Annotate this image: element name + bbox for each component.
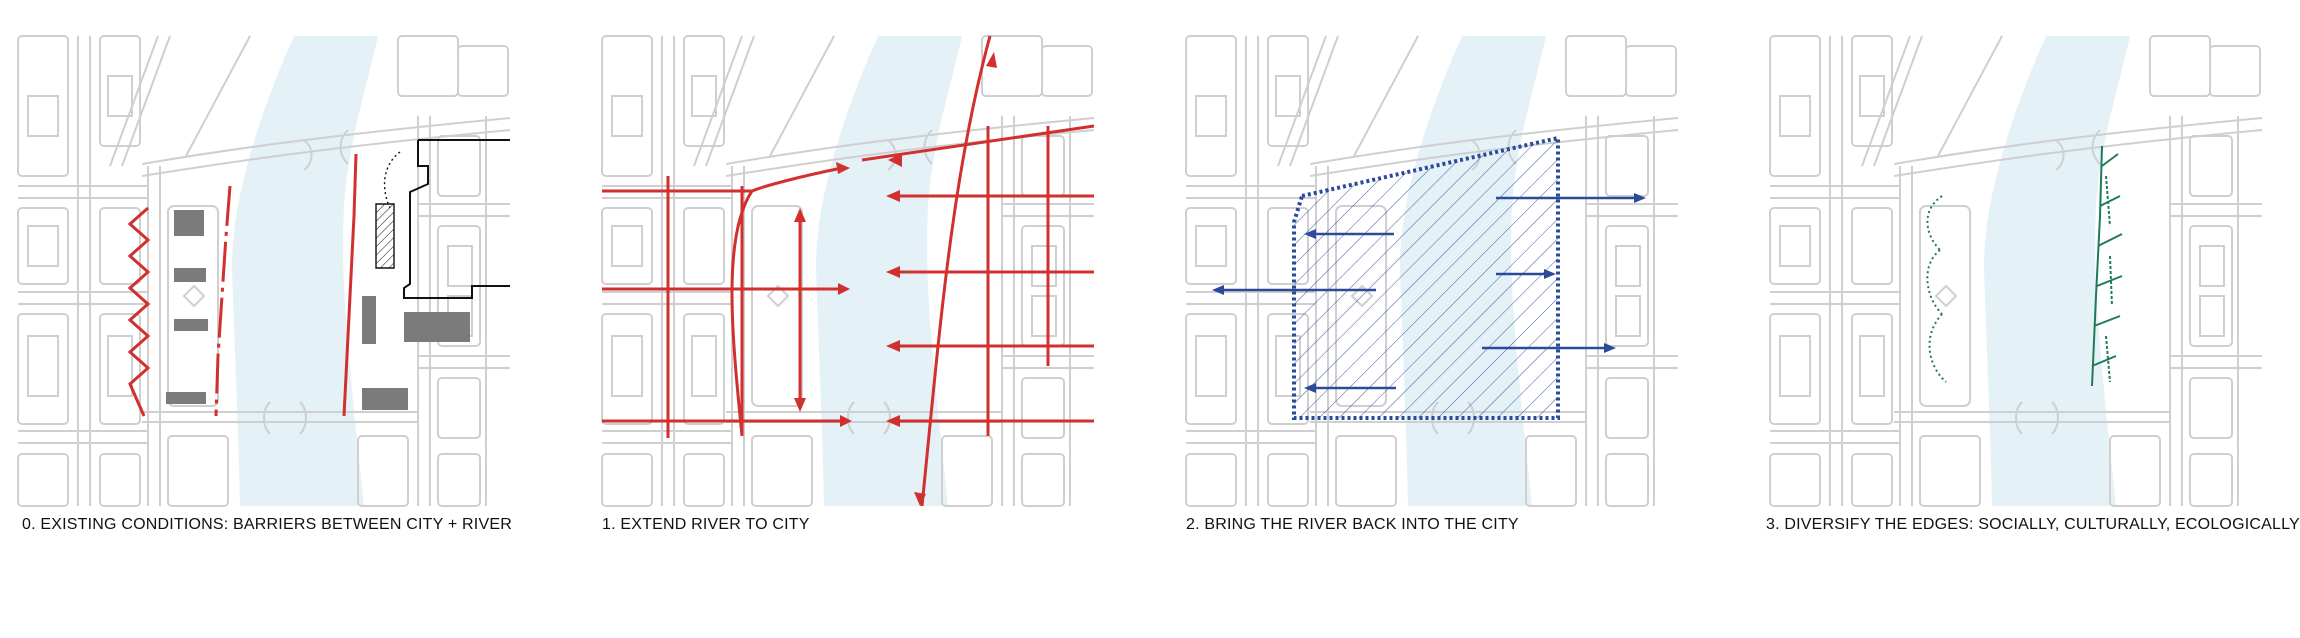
caption-existing-conditions: 0. EXISTING CONDITIONS: BARRIERS BETWEEN… (22, 516, 512, 533)
east-bank-barrier (342, 153, 358, 417)
panel-map (601, 35, 1095, 507)
development-outline (403, 139, 510, 299)
building (404, 312, 470, 342)
building (174, 268, 206, 282)
hatched-zone (1292, 135, 1560, 420)
diagram-panel-bring-river-back (1185, 35, 1679, 507)
arrowheads (794, 52, 997, 506)
diagram-panel-diversify-edges (1769, 35, 2263, 507)
diagram-panel-existing-conditions (17, 35, 511, 507)
panel-map (1769, 35, 2263, 507)
diagram-panel-extend-river (601, 35, 1095, 507)
blue-arrowheads (1212, 193, 1646, 393)
building (166, 392, 206, 404)
caption-bring-river-back: 2. BRING THE RIVER BACK INTO THE CITY (1186, 516, 1519, 533)
dotted-curve (383, 151, 401, 209)
caption-diversify-edges: 3. DIVERSIFY THE EDGES: SOCIALLY, CULTUR… (1766, 516, 2300, 533)
west-bank-barrier (214, 185, 232, 417)
east-edge-structures (2091, 145, 2123, 387)
building (362, 296, 376, 344)
blue-arrows (1222, 196, 1636, 390)
zigzag-barrier (127, 206, 151, 417)
west-edge-curves (1926, 195, 1947, 383)
panel-map (17, 35, 511, 507)
base-map (1769, 35, 2263, 507)
street-lines (602, 35, 1095, 507)
base-map (17, 35, 511, 507)
caption-extend-river: 1. EXTEND RIVER TO CITY (602, 516, 810, 533)
building (174, 319, 208, 331)
building (174, 210, 204, 236)
hatched-building (375, 203, 395, 269)
building (362, 388, 408, 410)
panel-map (1185, 35, 1679, 507)
